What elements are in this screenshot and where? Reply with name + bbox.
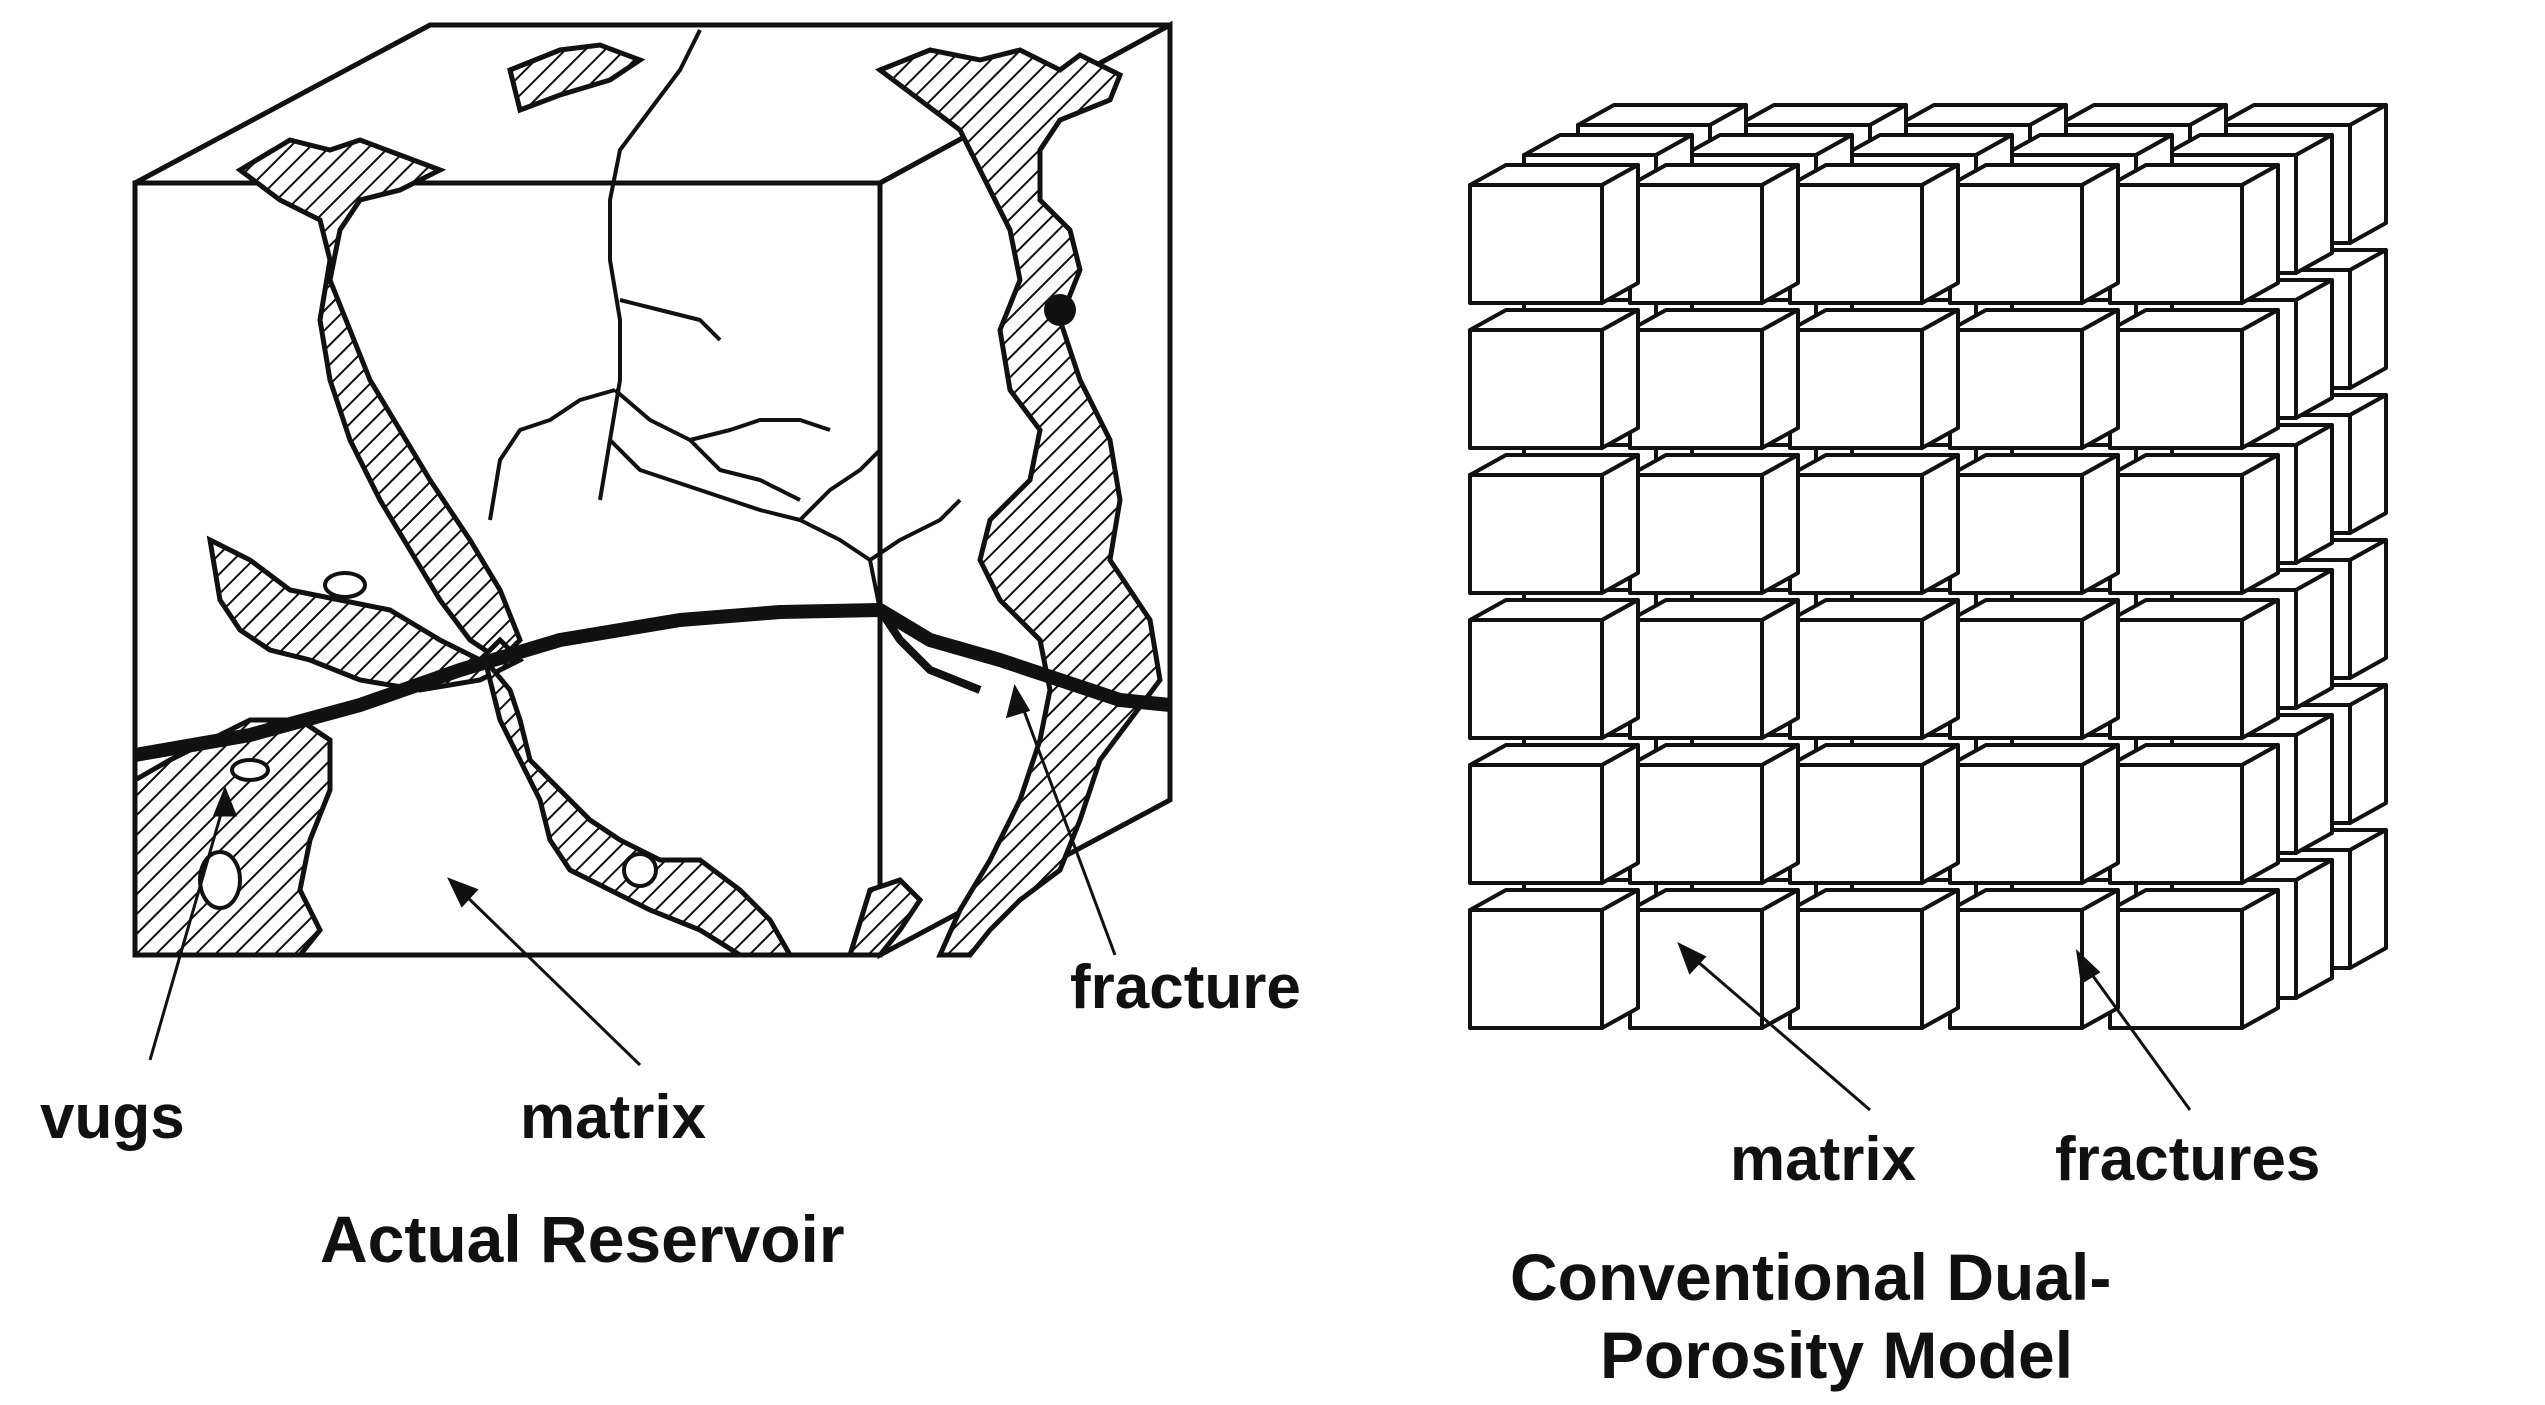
matrix-block-front — [2108, 183, 2244, 305]
matrix-block-side — [1920, 163, 1960, 305]
matrix-block-side — [1600, 888, 1640, 1030]
matrix-block-side — [2348, 103, 2388, 245]
matrix-block-side — [1920, 598, 1960, 740]
matrix-block-side — [2080, 888, 2120, 1030]
matrix-block-side — [1760, 598, 1800, 740]
matrix-block-side — [2294, 278, 2334, 420]
matrix-block-front — [1788, 183, 1924, 305]
matrix-block-front — [1468, 908, 1604, 1030]
matrix-block-side — [2348, 828, 2388, 970]
matrix-block-front — [2108, 473, 2244, 595]
matrix-block-side — [2080, 163, 2120, 305]
matrix-block-grid — [1468, 103, 2388, 1030]
matrix-block-side — [2240, 308, 2280, 450]
matrix-block-side — [1920, 888, 1960, 1030]
matrix-block-front — [1468, 763, 1604, 885]
matrix-block-side — [2080, 598, 2120, 740]
matrix-block-side — [1600, 453, 1640, 595]
matrix-block-side — [1760, 308, 1800, 450]
matrix-block-front — [1948, 618, 2084, 740]
matrix-block-side — [1600, 598, 1640, 740]
matrix-block-front — [1468, 328, 1604, 450]
reservoir-arrows — [148, 684, 1117, 1067]
matrix-block-side — [1920, 743, 1960, 885]
matrix-block-side — [2240, 888, 2280, 1030]
matrix-block-side — [1760, 163, 1800, 305]
matrix-block-side — [2240, 598, 2280, 740]
matrix-block-side — [2348, 248, 2388, 390]
matrix-block-front — [1948, 908, 2084, 1030]
matrix-block-front — [1628, 908, 1764, 1030]
matrix-block-side — [1760, 453, 1800, 595]
vug-holes — [198, 571, 658, 910]
matrix-block-front — [1788, 473, 1924, 595]
model-arrows — [1677, 941, 2192, 1112]
matrix-block-front — [1628, 473, 1764, 595]
reservoir-matrix-label: matrix — [520, 1083, 707, 1152]
actual-reservoir-caption: Actual Reservoir — [320, 1202, 845, 1276]
fine-fractures — [488, 29, 962, 611]
matrix-block-side — [1920, 453, 1960, 595]
matrix-block-side — [1920, 308, 1960, 450]
matrix-block-side — [2294, 568, 2334, 710]
matrix-block-side — [1760, 743, 1800, 885]
matrix-block-side — [2348, 538, 2388, 680]
matrix-block-side — [2240, 163, 2280, 305]
matrix-block-front — [1788, 618, 1924, 740]
actual-reservoir-diagram: vugs matrix fracture Actual Reservoir — [40, 20, 1301, 1276]
matrix-block-side — [2348, 393, 2388, 535]
matrix-block-side — [2294, 858, 2334, 1000]
matrix-block-front — [1468, 618, 1604, 740]
matrix-block-front — [1628, 328, 1764, 450]
matrix-block-side — [2294, 423, 2334, 565]
vug-dark-spot — [1044, 294, 1076, 326]
matrix-block-front — [1468, 183, 1604, 305]
matrix-block-front — [1628, 183, 1764, 305]
model-matrix-label: matrix — [1730, 1125, 1917, 1194]
matrix-block-front — [1948, 763, 2084, 885]
matrix-block-side — [2294, 133, 2334, 275]
matrix-block-side — [2080, 453, 2120, 595]
matrix-block-front — [1948, 328, 2084, 450]
matrix-block-front — [1788, 908, 1924, 1030]
main-fracture — [133, 603, 1171, 762]
matrix-block-side — [1600, 163, 1640, 305]
matrix-block-side — [1760, 888, 1800, 1030]
matrix-block-side — [2240, 453, 2280, 595]
matrix-block-side — [1600, 308, 1640, 450]
dual-porosity-model-diagram: matrix fractures Conventional Dual- Poro… — [1468, 103, 2388, 1392]
vugs-regions — [132, 42, 1163, 958]
matrix-block-front — [2108, 328, 2244, 450]
vugs-label: vugs — [40, 1083, 185, 1152]
model-caption-line1: Conventional Dual- — [1510, 1240, 2111, 1314]
matrix-block-side — [2240, 743, 2280, 885]
matrix-block-front — [1788, 763, 1924, 885]
matrix-block-front — [1468, 473, 1604, 595]
matrix-block-front — [1948, 473, 2084, 595]
matrix-block-front — [2108, 618, 2244, 740]
model-caption-line2: Porosity Model — [1600, 1318, 2073, 1392]
matrix-block-side — [2080, 308, 2120, 450]
matrix-block-side — [2294, 713, 2334, 855]
matrix-block-front — [1948, 183, 2084, 305]
matrix-block-front — [2108, 763, 2244, 885]
matrix-block-front — [1788, 328, 1924, 450]
fracture-label: fracture — [1070, 953, 1301, 1022]
matrix-block-side — [2080, 743, 2120, 885]
matrix-block-side — [2348, 683, 2388, 825]
fractures-label: fractures — [2055, 1125, 2320, 1194]
matrix-block-front — [1628, 618, 1764, 740]
fracture-split — [876, 607, 982, 694]
matrix-block-front — [2108, 908, 2244, 1030]
matrix-block-front — [1628, 763, 1764, 885]
matrix-block-side — [1600, 743, 1640, 885]
